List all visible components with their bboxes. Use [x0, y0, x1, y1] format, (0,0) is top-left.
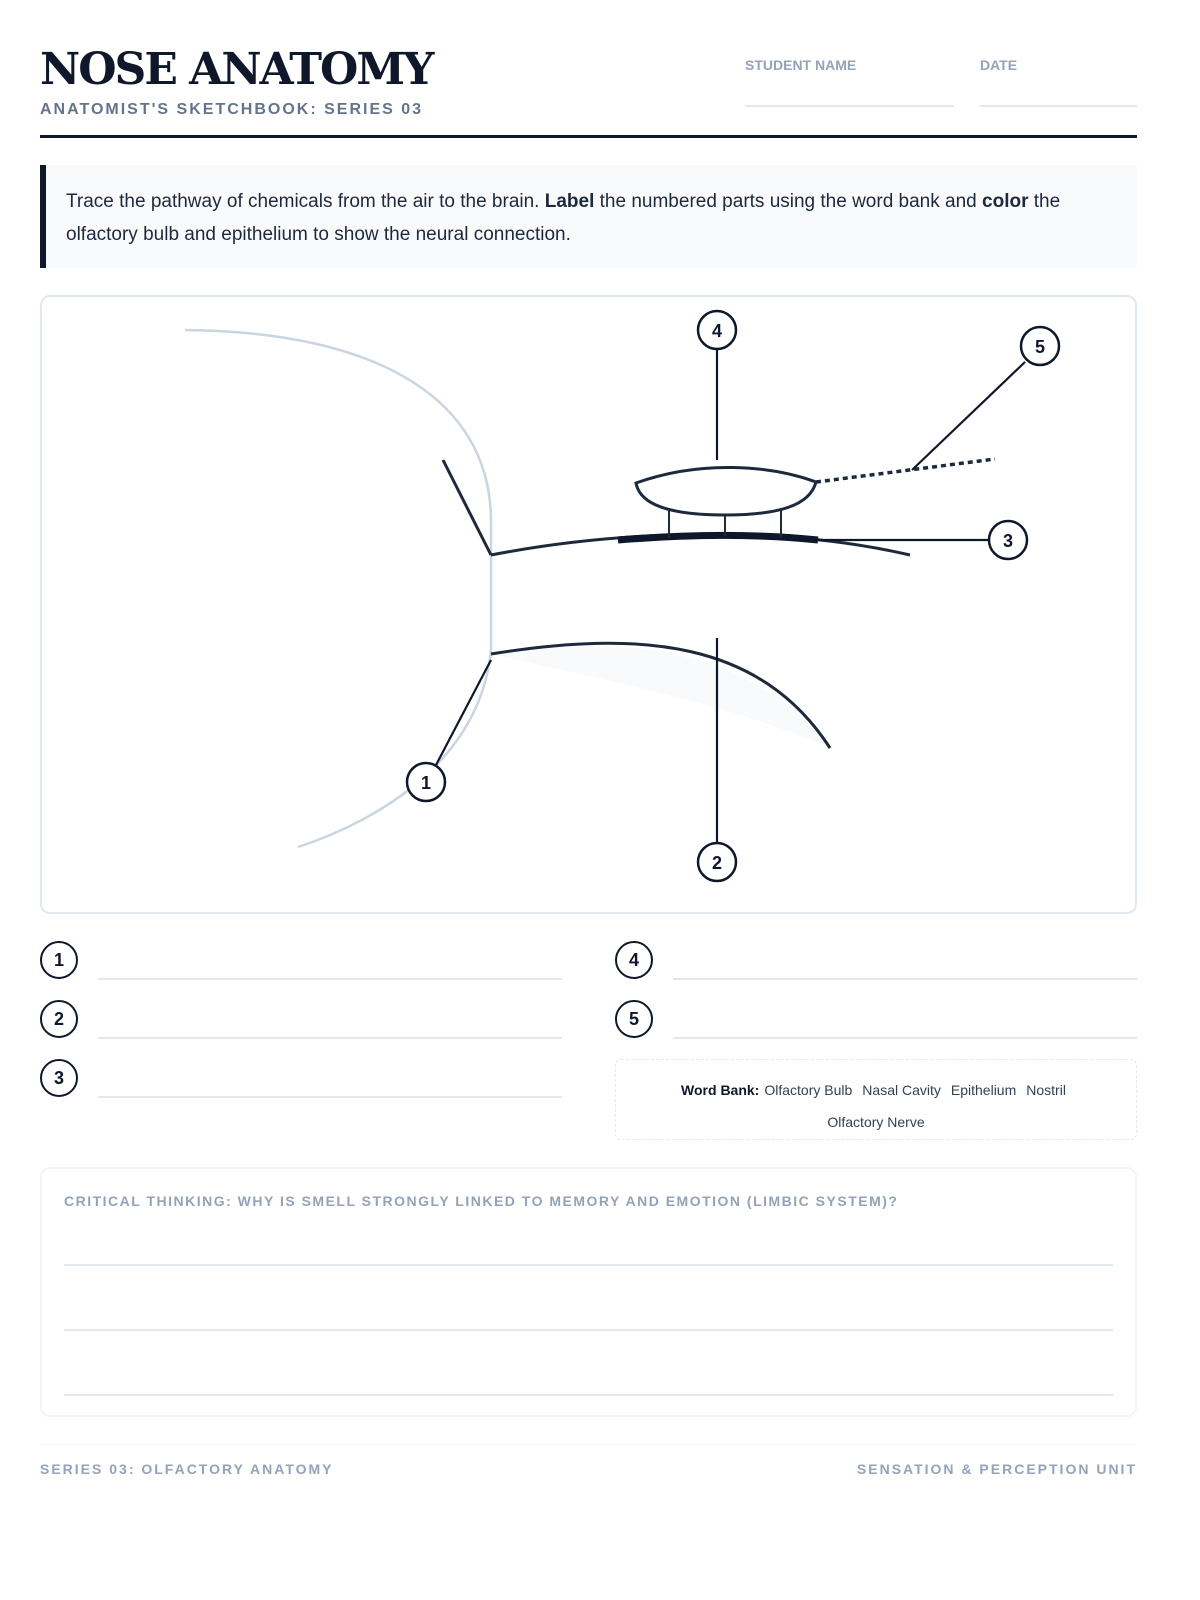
answer-line-4[interactable]: [673, 978, 1137, 980]
footer-right: SENSATION & PERCEPTION UNIT: [856, 1461, 1137, 1477]
header-divider: [40, 135, 1137, 138]
marker-label: 3: [1003, 531, 1013, 551]
word-bank-item: Epithelium: [950, 1082, 1017, 1098]
footer: SERIES 03: OLFACTORY ANATOMY SENSATION & …: [40, 1444, 1137, 1477]
word-bank-item: Nasal Cavity: [862, 1082, 941, 1098]
student-name-label: STUDENT NAME: [745, 57, 857, 73]
answer-number: 3: [40, 1059, 78, 1097]
marker-label: 1: [421, 773, 431, 793]
instr-bold: color: [982, 191, 1029, 212]
page-subtitle: ANATOMIST'S SKETCHBOOK: SERIES 03: [40, 101, 424, 118]
writing-line[interactable]: [64, 1329, 1113, 1331]
nose-diagram: 1 2 3 4 5: [40, 295, 1137, 914]
instr-text: the numbered parts using the word bank a…: [594, 191, 983, 212]
answer-line-5[interactable]: [673, 1037, 1137, 1039]
marker-5: 5: [1019, 325, 1061, 367]
writing-line[interactable]: [64, 1394, 1113, 1396]
answer-5: 5: [615, 1000, 653, 1038]
word-bank-item: Nostril: [1026, 1082, 1066, 1098]
answer-1: 1: [40, 941, 78, 979]
marker-4: 4: [696, 309, 738, 351]
answer-line-1[interactable]: [98, 978, 562, 980]
cavity-floor: [490, 641, 832, 749]
answer-4: 4: [615, 941, 653, 979]
marker-3: 3: [987, 519, 1029, 561]
marker-label: 2: [712, 853, 722, 873]
page-title: NOSE ANATOMY: [40, 44, 434, 95]
marker-label: 4: [712, 321, 722, 341]
instructions: Trace the pathway of chemicals from the …: [40, 165, 1137, 268]
word-bank: Word Bank:Olfactory Bulb Nasal Cavity Epit…: [615, 1059, 1137, 1140]
word-bank-label: Word Bank:: [681, 1082, 760, 1098]
writing-line[interactable]: [64, 1264, 1113, 1266]
answer-number: 2: [40, 1000, 78, 1038]
answer-number: 1: [40, 941, 78, 979]
epithelium: [617, 532, 819, 544]
answer-number: 5: [615, 1000, 653, 1038]
nostril-flare: [441, 459, 493, 556]
instr-text: Trace the pathway of chemicals from the …: [66, 191, 545, 212]
critical-thinking-question: CRITICAL THINKING: WHY IS SMELL STRONGLY…: [64, 1193, 899, 1209]
word-bank-item: Olfactory Bulb: [764, 1082, 853, 1098]
palate-shade: [492, 646, 830, 748]
marker-label: 5: [1035, 337, 1045, 357]
olfactory-bulb: [634, 466, 818, 517]
marker-2: 2: [696, 841, 738, 883]
answer-number: 4: [615, 941, 653, 979]
answer-3: 3: [40, 1059, 78, 1097]
word-bank-item: Olfactory Nerve: [827, 1114, 925, 1130]
date-field[interactable]: DATE: [980, 57, 1137, 107]
nerve-fibers: [668, 508, 782, 538]
instr-text: the olfactory bulb and epithelium to sho…: [66, 191, 1061, 245]
olfactory-tract: [815, 457, 996, 484]
date-label: DATE: [980, 57, 1018, 73]
student-name-field[interactable]: STUDENT NAME: [745, 57, 954, 107]
answer-2: 2: [40, 1000, 78, 1038]
answer-line-3[interactable]: [98, 1096, 562, 1098]
critical-thinking-box: CRITICAL THINKING: WHY IS SMELL STRONGLY…: [40, 1167, 1137, 1417]
marker-1: 1: [405, 761, 447, 803]
footer-left: SERIES 03: OLFACTORY ANATOMY: [40, 1461, 334, 1477]
answer-line-2[interactable]: [98, 1037, 562, 1039]
instr-bold: Label: [544, 191, 595, 212]
nose-outline: [184, 328, 493, 849]
